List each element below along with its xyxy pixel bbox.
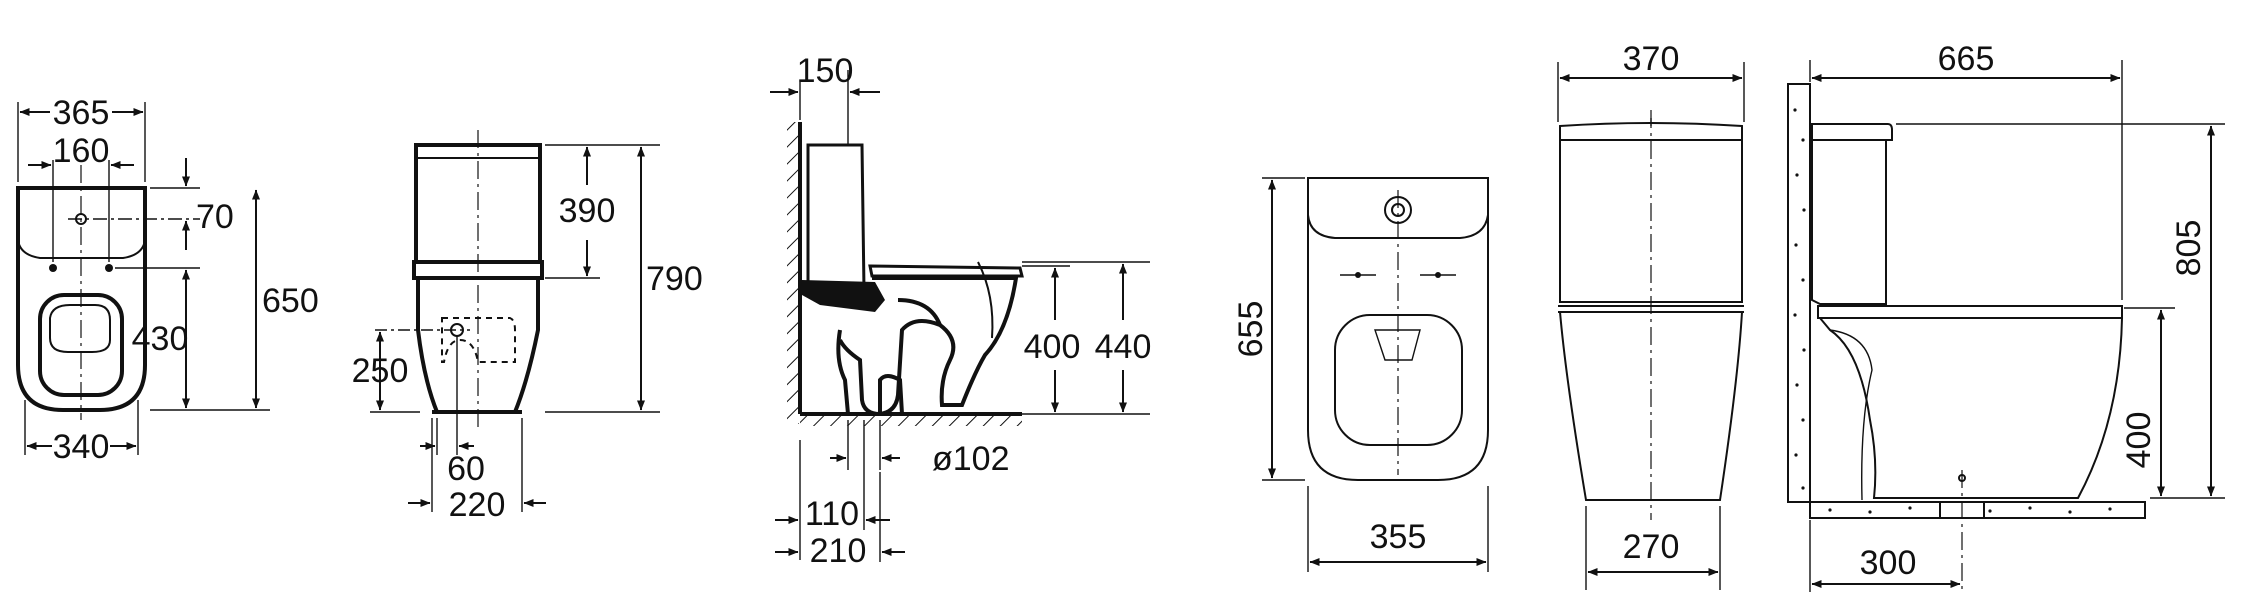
- side-bowl: [838, 276, 1019, 417]
- dim-front-total-height: 790: [646, 260, 703, 298]
- dim-plan-small-seat-depth: 430: [132, 320, 189, 358]
- side-wall-hatch: [787, 122, 799, 424]
- side-seat: [868, 264, 1024, 278]
- dim-side-seat-height: 440: [1095, 328, 1152, 366]
- plan-small-fix-left: [49, 264, 57, 272]
- side-outlet: [878, 374, 904, 415]
- front-seat-band: [412, 260, 544, 280]
- dim-side-large-height: 805: [2170, 220, 2208, 277]
- dim-front-outlet-height: 250: [352, 352, 409, 390]
- dim-plan-small-inlet-offset: 70: [196, 198, 234, 236]
- plan-small-fix-right: [105, 264, 113, 272]
- front-large-pedestal: [1558, 311, 1744, 501]
- side-cistern: [806, 143, 866, 292]
- plan-large-trap: [1374, 329, 1421, 361]
- front-view: 390 790 250 60 220: [352, 130, 703, 524]
- side-large-bowl: [1817, 317, 2124, 499]
- side-view-large: 665 805 400 300: [1787, 40, 2225, 592]
- side-inner-bowl: [977, 261, 994, 339]
- dim-side-wall-gap: 150: [797, 52, 854, 90]
- dim-front-large-base-width: 270: [1623, 528, 1680, 566]
- plan-large-outline: [1307, 177, 1489, 481]
- side-floor-hatch: [800, 414, 1022, 426]
- front-large-cistern: [1559, 122, 1743, 141]
- dim-plan-large-width: 355: [1370, 518, 1427, 556]
- dim-front-large-top-width: 370: [1623, 40, 1680, 78]
- side-large-seat: [1817, 305, 2123, 319]
- side-trap: [836, 298, 942, 415]
- plan-view-small: 365 160 70 650 430 340: [16, 94, 319, 466]
- front-view-large: 370 270: [1557, 40, 1745, 590]
- dim-side-base-depth: 210: [810, 532, 867, 570]
- plan-small-seat: [49, 304, 111, 353]
- plan-view-large: 655 355: [1232, 177, 1489, 572]
- dim-plan-small-inlet-spacing: 160: [53, 132, 110, 170]
- dim-plan-small-bottom-width: 340: [53, 428, 110, 466]
- side-large-wall: [1787, 83, 1811, 503]
- side-large-concrete-dots: [1793, 108, 2112, 514]
- front-trap-hidden: [441, 317, 516, 363]
- dim-side-large-rim-height: 400: [2120, 412, 2158, 469]
- side-large-cistern: [1811, 123, 1893, 305]
- side-large-trap: [1829, 329, 1873, 501]
- dim-front-base-width: 220: [449, 486, 506, 524]
- front-large-body-top: [1559, 139, 1743, 303]
- dim-plan-small-top-width: 365: [53, 94, 110, 132]
- dim-side-outlet-axis: 110: [805, 495, 859, 533]
- dim-front-cistern-height: 390: [559, 192, 616, 230]
- side-cistern-base: [802, 280, 885, 312]
- dim-side-large-outlet-distance: 300: [1860, 544, 1917, 582]
- plan-small-outline: [16, 186, 147, 412]
- dim-plan-small-total-depth: 650: [262, 282, 319, 320]
- dim-side-pipe-diameter: ø102: [932, 440, 1010, 478]
- dim-side-large-depth: 665: [1938, 40, 1995, 78]
- side-section-view: 150 400 440 ø102 110 210: [770, 52, 1151, 570]
- dim-plan-large-depth: 655: [1232, 301, 1270, 358]
- dim-side-seat-height-inner: 400: [1024, 328, 1081, 366]
- dim-front-outlet-offset: 60: [447, 450, 485, 488]
